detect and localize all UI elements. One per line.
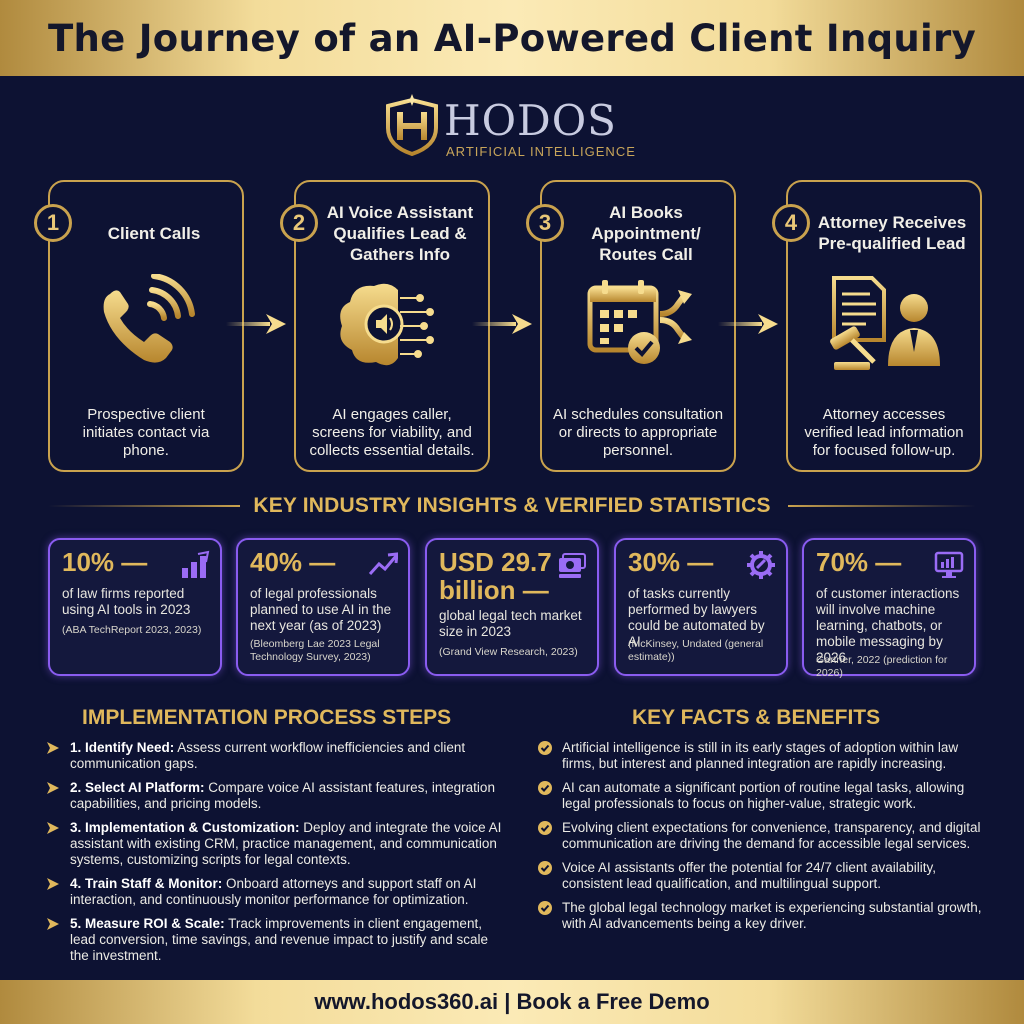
benefit-text: Artificial intelligence is still in its … — [562, 740, 959, 771]
list-item: 5. Measure ROI & Scale: Track improvemen… — [42, 916, 504, 964]
check-circle-icon — [538, 741, 552, 755]
list-item: AI can automate a significant portion of… — [534, 780, 984, 812]
list-item: Artificial intelligence is still in its … — [534, 740, 984, 772]
arrow-bullet-icon — [47, 782, 59, 794]
stat-source: (Bleomberg Lae 2023 Legal Technology Sur… — [250, 638, 380, 663]
list-item: Voice AI assistants offer the potential … — [534, 860, 984, 892]
stat-value: USD 29.7 billion — — [439, 547, 552, 605]
stat-value: 40% — — [250, 547, 336, 577]
shield-logo-icon — [386, 94, 438, 156]
implementation-list: 1. Identify Need: Assess current workflo… — [42, 740, 504, 972]
step-description: Attorney accesses verified lead informat… — [804, 406, 964, 459]
step-text: Onboard attorneys and support staff on A… — [70, 876, 477, 907]
arrow-bullet-icon — [47, 918, 59, 930]
step-number: 4 — [772, 204, 810, 242]
logo-tagline: ARTIFICIAL INTELLIGENCE — [446, 144, 636, 159]
benefit-text: Evolving client expectations for conveni… — [562, 820, 981, 851]
monitor-icon — [934, 551, 964, 578]
title-banner: The Journey of an AI-Powered Client Inqu… — [0, 0, 1024, 76]
stat-source: Gartner, 2022 (prediction for 2026) — [816, 654, 948, 679]
arrow-bullet-icon — [47, 742, 59, 754]
divider-left — [48, 505, 240, 507]
stat-text: of law firms reported using AI tools in … — [62, 586, 191, 617]
stat-card-5: 70% — of customer interactions will invo… — [802, 538, 976, 679]
stat-card-2: 40% — of legal professionals planned to … — [236, 538, 410, 676]
stat-card-3: USD 29.7 billion — global legal tech mar… — [425, 538, 599, 676]
check-circle-icon — [538, 861, 552, 875]
benefit-text: The global legal technology market is ex… — [562, 900, 982, 931]
list-item: Evolving client expectations for conveni… — [534, 820, 984, 852]
stat-text: of customer interactions will involve ma… — [816, 586, 960, 665]
implementation-title: IMPLEMENTATION PROCESS STEPS — [82, 706, 452, 729]
attorney-icon — [830, 276, 940, 370]
list-item: 3. Implementation & Customization: Deplo… — [42, 820, 504, 868]
stat-value: 30% — — [628, 547, 714, 577]
arrow-bullet-icon — [47, 822, 59, 834]
step-number: 3 — [526, 204, 564, 242]
check-circle-icon — [538, 821, 552, 835]
step-number: 1 — [34, 204, 72, 242]
step-title: AI Books Appointment/ Routes Call — [591, 202, 701, 264]
trend-up-icon — [368, 552, 398, 576]
step-label: 2. Select AI Platform: — [70, 780, 205, 795]
logo-name: HODOS — [444, 96, 617, 145]
stat-source: (McKinsey, Undated (general estimate)) — [628, 638, 764, 663]
arrow-right-icon — [472, 314, 532, 334]
bar-chart-icon — [182, 550, 210, 578]
benefit-text: AI can automate a significant portion of… — [562, 780, 965, 811]
calendar-route-icon — [587, 280, 692, 364]
arrow-right-icon — [226, 314, 286, 334]
stat-text: global legal tech market size in 2023 — [439, 608, 582, 639]
step-text: Compare voice AI assistant features, int… — [70, 780, 495, 811]
stat-source: (Grand View Research, 2023) — [439, 646, 578, 658]
arrow-right-icon — [718, 314, 778, 334]
journey-step-1: 1 Client Calls Prospective client initia… — [34, 180, 244, 472]
list-item: 4. Train Staff & Monitor: Onboard attorn… — [42, 876, 504, 908]
gear-icon — [747, 551, 775, 579]
stat-source: (ABA TechReport 2023, 2023) — [62, 624, 202, 636]
footer-banner: www.hodos360.ai | Book a Free Demo — [0, 980, 1024, 1024]
stat-text: of tasks currently performed by lawyers … — [628, 586, 765, 649]
divider-right — [788, 505, 976, 507]
step-description: AI engages caller, screens for viability… — [309, 406, 475, 459]
money-icon — [559, 553, 586, 578]
arrow-bullet-icon — [47, 878, 59, 890]
check-circle-icon — [538, 781, 552, 795]
ai-brain-icon — [340, 283, 434, 366]
insights-title: KEY INDUSTRY INSIGHTS & VERIFIED STATIST… — [253, 494, 771, 517]
list-item: 2. Select AI Platform: Compare voice AI … — [42, 780, 504, 812]
journey-step-2: 2 AI Voice Assistant Qualifies Lead & Ga… — [280, 180, 490, 472]
stat-text: of legal professionals planned to use AI… — [250, 586, 392, 633]
stat-card-1: 10% — of law firms reported using AI too… — [48, 538, 222, 676]
benefits-title: KEY FACTS & BENEFITS — [632, 706, 881, 729]
hodos-logo: HODOS ARTIFICIAL INTELLIGENCE — [382, 88, 642, 163]
step-label: 3. Implementation & Customization: — [70, 820, 300, 835]
stat-card-4: 30% — of tasks currently performed by la… — [614, 538, 788, 676]
step-title: AI Voice Assistant Qualifies Lead & Gath… — [326, 202, 474, 264]
check-circle-icon — [538, 901, 552, 915]
step-title: Client Calls — [107, 223, 201, 243]
step-text: Assess current workflow inefficiencies a… — [70, 740, 466, 771]
list-item: The global legal technology market is ex… — [534, 900, 984, 932]
benefit-text: Voice AI assistants offer the potential … — [562, 860, 936, 891]
footer-cta-link[interactable]: www.hodos360.ai | Book a Free Demo — [314, 989, 710, 1014]
step-label: 1. Identify Need: — [70, 740, 175, 755]
step-title: Attorney Receives Pre-qualified Lead — [817, 213, 967, 253]
list-item: 1. Identify Need: Assess current workflo… — [42, 740, 504, 772]
step-text: Track improvements in client engagement,… — [70, 916, 488, 963]
journey-step-4: 4 Attorney Receives Pre-qualified Lead A… — [772, 180, 982, 472]
step-description: AI schedules consultation or directs to … — [552, 406, 724, 459]
step-description: Prospective client initiates contact via… — [82, 406, 210, 459]
stat-value: 10% — — [62, 547, 148, 577]
page-title: The Journey of an AI-Powered Client Inqu… — [47, 16, 977, 60]
step-text: Deploy and integrate the voice AI assist… — [70, 820, 502, 867]
benefits-list: Artificial intelligence is still in its … — [534, 740, 984, 940]
journey-step-3: 3 AI Books Appointment/ Routes Call AI s… — [526, 180, 736, 472]
step-number: 2 — [280, 204, 318, 242]
step-label: 5. Measure ROI & Scale: — [70, 916, 225, 931]
stat-value: 70% — — [816, 547, 902, 577]
phone-icon — [103, 274, 195, 363]
step-label: 4. Train Staff & Monitor: — [70, 876, 223, 891]
